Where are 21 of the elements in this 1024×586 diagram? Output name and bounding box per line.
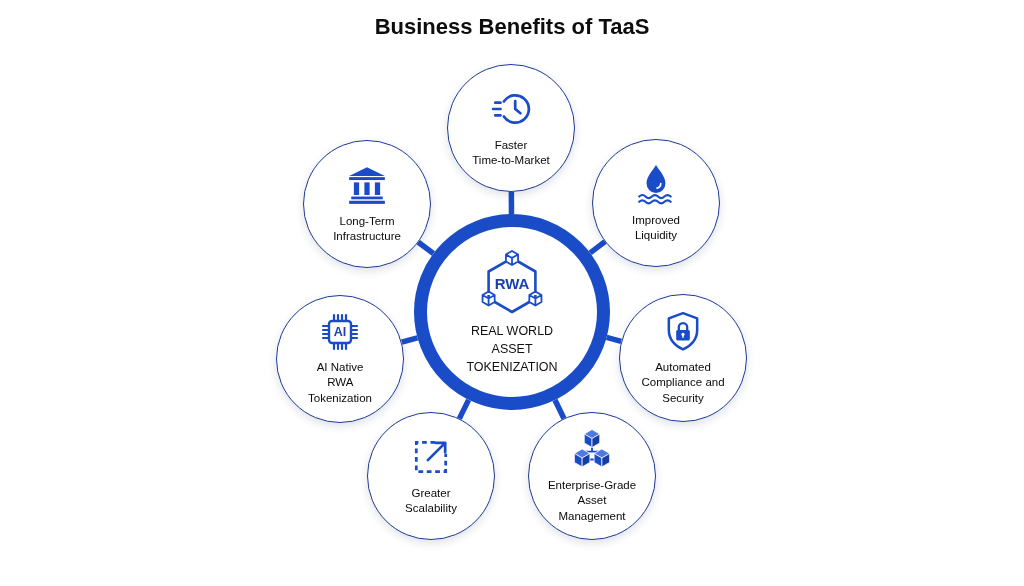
benefit-label: Improved Liquidity xyxy=(631,212,681,243)
benefit-circle xyxy=(367,412,495,540)
connector-line xyxy=(588,239,607,256)
benefit-label: Automated Compliance and Security xyxy=(640,359,726,406)
connector-line xyxy=(401,335,419,345)
diagram-title: Business Benefits of TaaS xyxy=(374,14,650,40)
badge-label: RWA xyxy=(494,274,530,292)
connector-line xyxy=(605,334,622,345)
badge-label: AI xyxy=(333,324,347,339)
benefit-label: Enterprise-Grade Asset Management xyxy=(546,477,638,524)
benefit-circle xyxy=(528,412,656,540)
connector-line xyxy=(552,398,567,420)
benefit-label: AI Native RWA Tokenization xyxy=(307,359,373,406)
benefit-label: Faster Time-to-Market xyxy=(471,137,551,168)
connector-line xyxy=(456,398,472,420)
connector-line xyxy=(508,192,515,214)
chip-badge xyxy=(320,311,360,352)
benefit-label: Long-Term Infrastructure xyxy=(332,213,402,244)
connector-line xyxy=(416,240,436,256)
benefit-label: Greater Scalability xyxy=(404,485,458,516)
hub-label: REAL WORLD ASSET TOKENIZATION xyxy=(465,323,559,376)
